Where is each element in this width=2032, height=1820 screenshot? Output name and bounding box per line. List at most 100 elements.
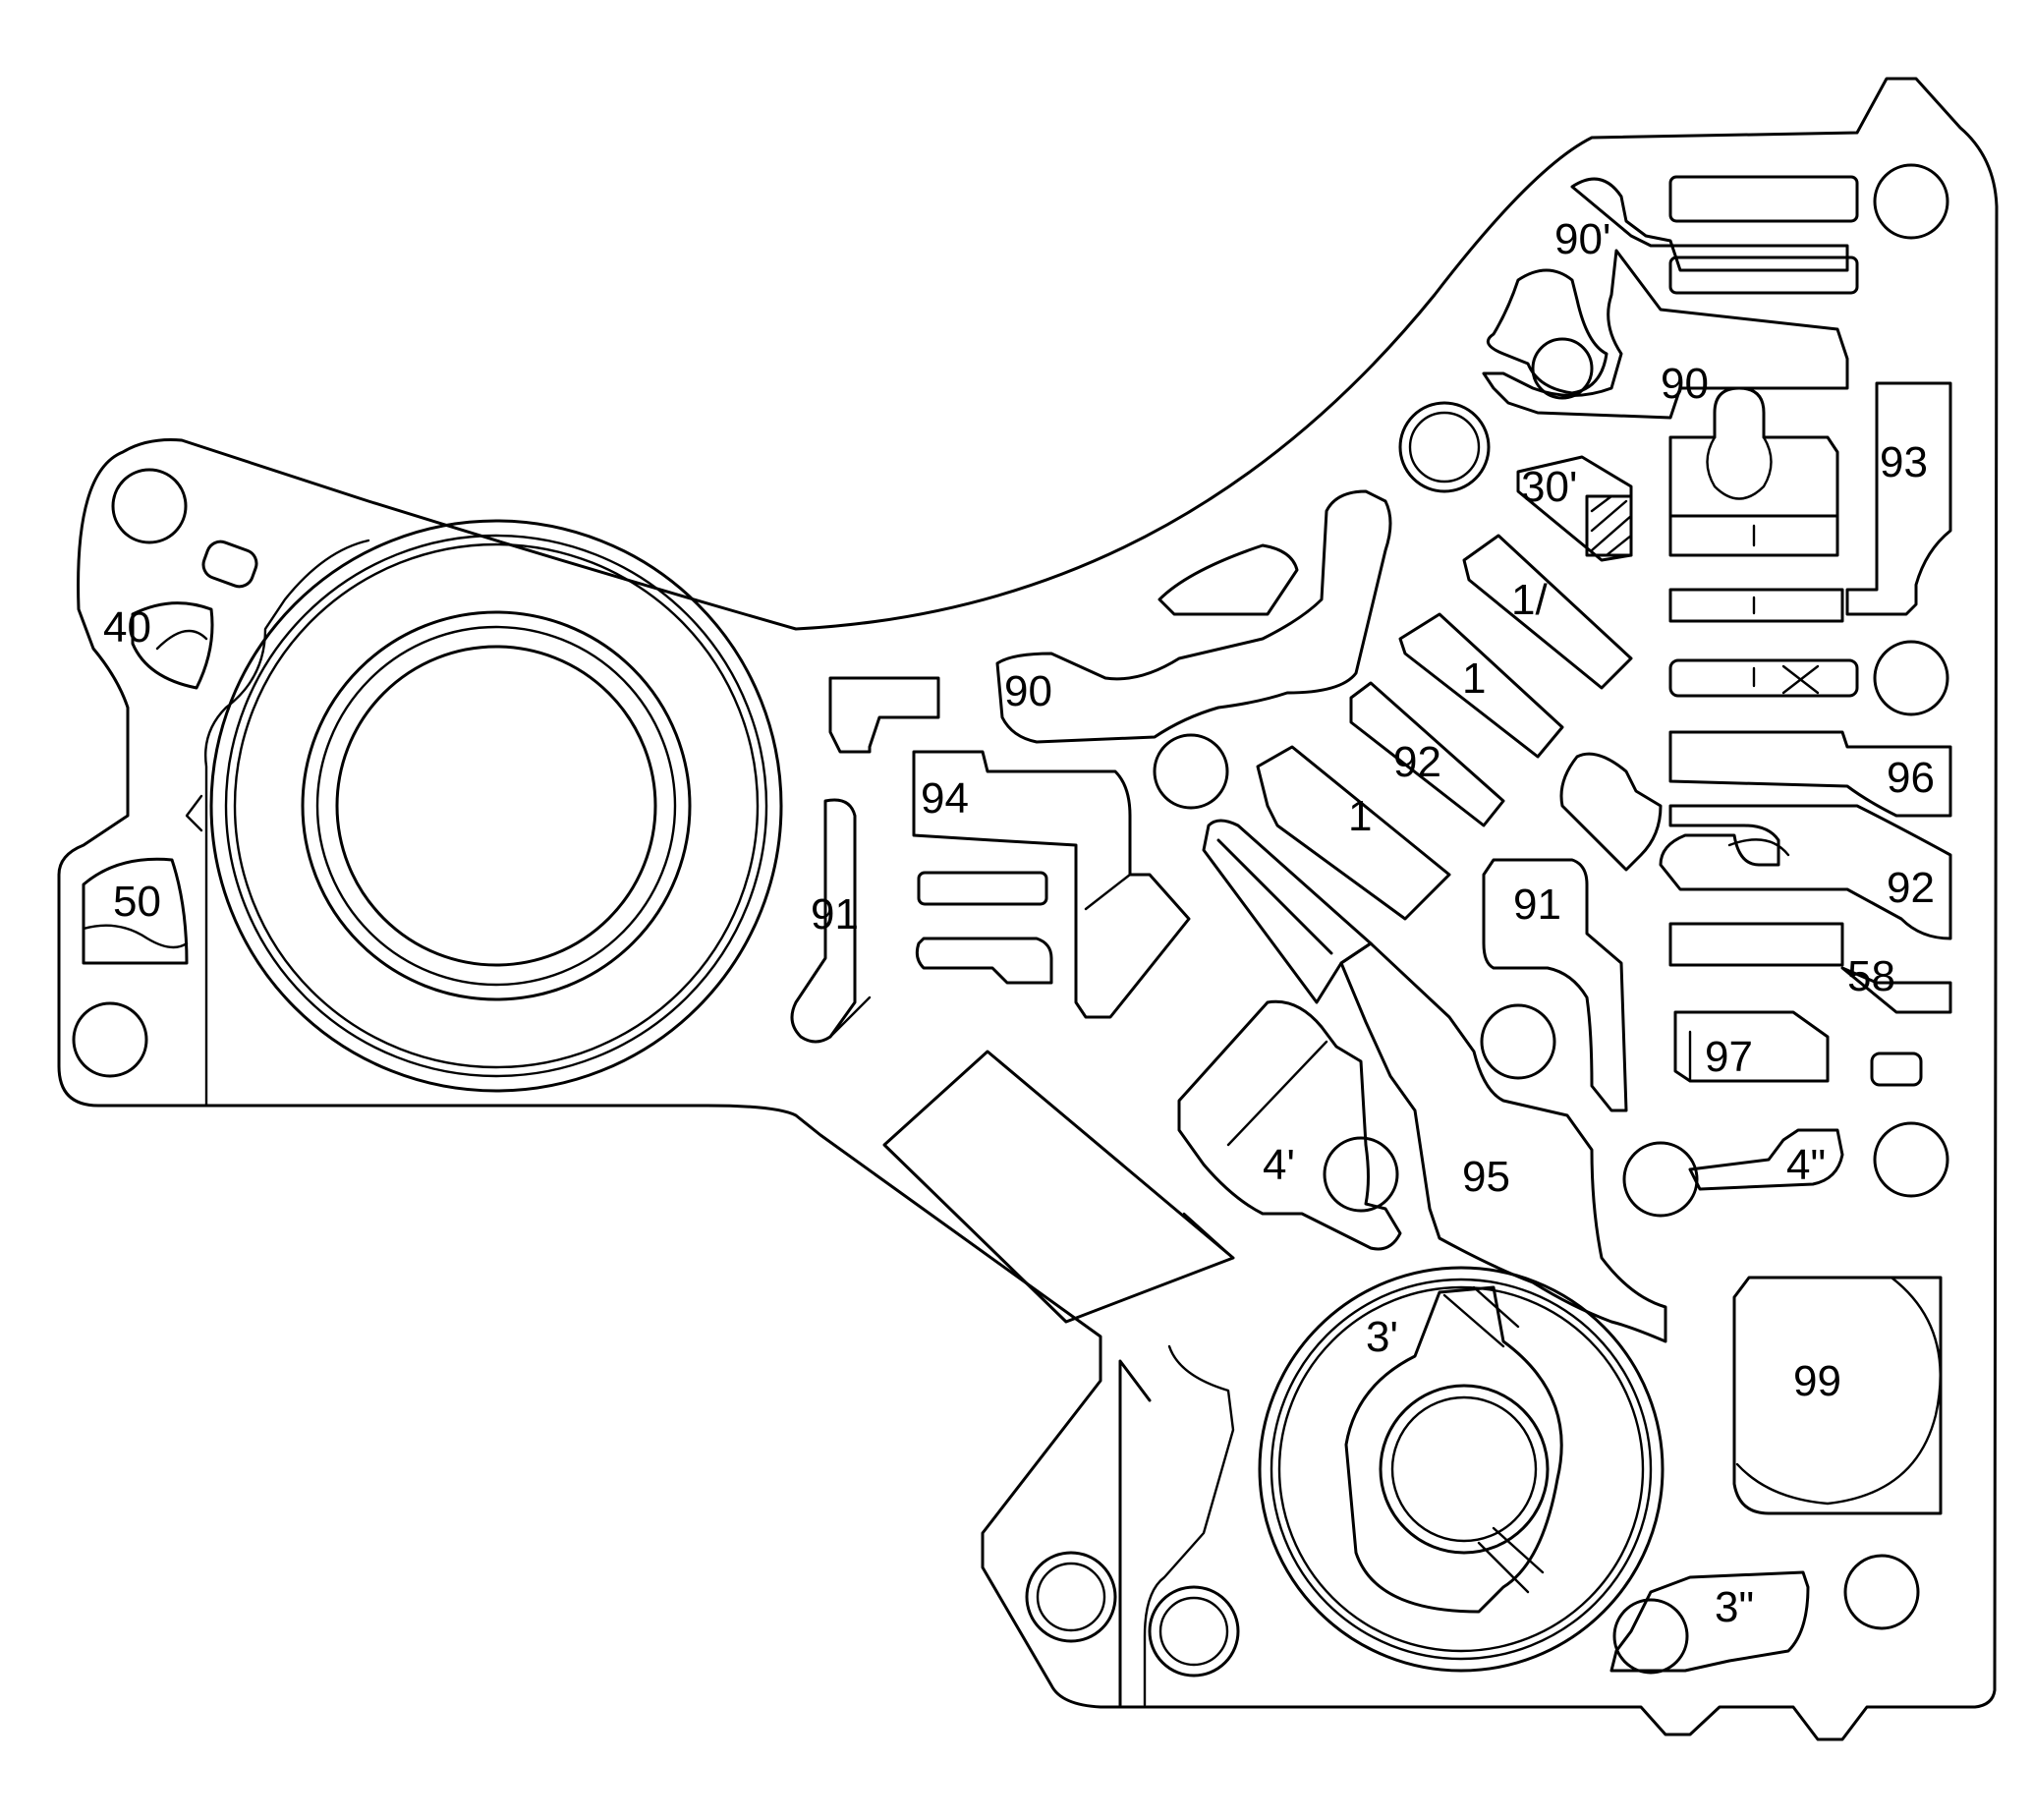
gasket-outline (57, 77, 1999, 1741)
bolt-hole (1148, 1585, 1240, 1678)
passage-L (828, 676, 940, 754)
slot-large-diagonal-inner (1182, 1212, 1235, 1260)
label-90-upper: 90 (1661, 360, 1709, 408)
label-58: 58 (1847, 952, 1895, 1000)
port-40-arc (155, 629, 208, 651)
passage-94 (912, 750, 1191, 1019)
bolt-hole (1323, 1136, 1399, 1213)
slot-1-c (1462, 534, 1633, 690)
main-bore (209, 519, 783, 1093)
left-flange-notch (185, 794, 203, 832)
slot-97 (1673, 1010, 1830, 1083)
slot-top-2 (1668, 256, 1859, 295)
passage-wide-curve (1559, 752, 1663, 872)
bolt-hole (1873, 1121, 1949, 1198)
label-95: 95 (1462, 1153, 1510, 1201)
label-92-right: 92 (1887, 864, 1935, 912)
passage-93 (1845, 381, 1952, 616)
slot-93-lower (1668, 514, 1839, 557)
channel-95 (1339, 941, 1667, 1343)
slot-large-diagonal (882, 1050, 1235, 1324)
passage-96 (1668, 730, 1952, 818)
label-4-prime: 4' (1263, 1141, 1295, 1189)
bolt-hole (1153, 733, 1229, 810)
bolt-hole (1843, 1554, 1920, 1630)
slot-mid-x (1668, 658, 1859, 698)
label-92-center: 92 (1393, 738, 1441, 786)
channel-90-upper (1482, 249, 1849, 420)
passage-94-step (1084, 873, 1132, 911)
passage-4b (1688, 1128, 1844, 1191)
label-3-prime: 3' (1366, 1313, 1398, 1361)
slot-top-diagonal (1157, 543, 1299, 616)
label-40: 40 (103, 603, 151, 652)
lower-bore-vertical-edge2 (1143, 1344, 1235, 1707)
lower-bore-vertical-edge (1118, 1359, 1152, 1707)
port-small-right (1870, 1052, 1923, 1087)
label-90-prime-top: 90' (1554, 215, 1610, 263)
keyhole-circle (1706, 435, 1773, 500)
passage-92-right (1659, 804, 1952, 940)
label-99: 99 (1793, 1357, 1841, 1405)
bolt-hole (1025, 1551, 1117, 1643)
bolt-hole (1873, 640, 1949, 716)
slot-bar-2 (915, 937, 1053, 985)
bolt-hole (1612, 1598, 1689, 1675)
port-40 (131, 601, 214, 690)
passage-4a (1177, 999, 1402, 1251)
slot-top-1 (1668, 175, 1859, 223)
slot-99-arc (1735, 1276, 1942, 1506)
bolt-hole (1531, 337, 1594, 400)
label-3-double-prime: 3" (1715, 1583, 1754, 1631)
channel-90 (995, 489, 1392, 744)
left-flange-inner (204, 539, 370, 1108)
slot-mid-1 (1668, 588, 1844, 623)
channel-diagonal-inner (1216, 838, 1333, 955)
passage-58 (1840, 966, 1952, 1014)
label-93: 93 (1880, 438, 1928, 486)
label-90-channel: 90 (1004, 667, 1052, 715)
passage-91-right (1482, 858, 1628, 1112)
label-30-prime: 30' (1521, 463, 1577, 511)
bolt-hole (72, 1001, 148, 1078)
hatched-block (1585, 494, 1633, 557)
label-4-double-prime: 4" (1786, 1141, 1826, 1189)
bolt-hole (1398, 401, 1491, 493)
label-96: 96 (1887, 754, 1935, 802)
bolt-hole (1480, 1003, 1556, 1080)
slot-1-b (1398, 612, 1564, 759)
passage-3b (1609, 1570, 1810, 1673)
label-97: 97 (1705, 1033, 1753, 1081)
bolt-hole (1036, 1562, 1106, 1632)
port-50 (82, 857, 189, 965)
bolt-hole (1622, 1141, 1699, 1218)
bolt-hole (111, 468, 188, 544)
keyhole-port (1668, 386, 1839, 518)
passage-91-left (790, 798, 857, 1044)
upper-right-inner-contour (1570, 177, 1849, 272)
bolt-hole (1408, 411, 1481, 483)
bolt-hole (1158, 1596, 1229, 1667)
passage-92-right-inner (1727, 838, 1790, 857)
bolt-hole (1873, 163, 1949, 240)
label-91-left: 91 (811, 890, 859, 938)
slot-1-a (1256, 745, 1451, 921)
x-mark (1781, 664, 1820, 695)
label-1-slash: 1/ (1511, 576, 1548, 624)
label-1-lower: 1 (1348, 792, 1372, 840)
port-small-left (201, 540, 258, 589)
port-50-wave (82, 924, 189, 949)
label-94: 94 (921, 774, 969, 823)
channel-diagonal-long (1202, 819, 1373, 1004)
label-1-mid: 1 (1462, 654, 1486, 703)
passage-91-left-step (828, 995, 872, 1039)
port-90-top-hook (1486, 268, 1609, 395)
label-50: 50 (113, 878, 161, 926)
label-91-right: 91 (1513, 881, 1561, 929)
lower-bore (1258, 1266, 1665, 1673)
slot-99 (1732, 1276, 1943, 1515)
slot-58 (1668, 922, 1844, 967)
slot-92-a (1349, 681, 1505, 827)
slot-bar-1 (917, 871, 1048, 906)
